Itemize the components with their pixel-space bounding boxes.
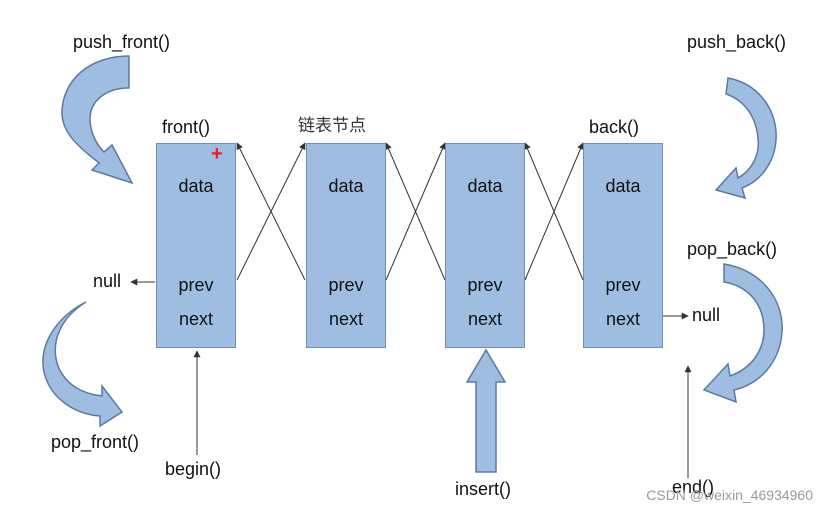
pop-back-label: pop_back() (687, 239, 778, 259)
link-prev-4-to-3 (524, 142, 584, 281)
node-prev-field: prev (178, 275, 214, 295)
node-next-field: next (178, 309, 214, 329)
push-back-label: push_back() (687, 32, 787, 52)
push-back-arrow-shape (714, 77, 777, 200)
null-right-label: null (692, 305, 721, 325)
begin-label: begin() (165, 459, 222, 479)
watermark: CSDN @weixin_46934960 (646, 487, 813, 503)
node-data-field: data (178, 176, 214, 196)
pop-front-arrow-shape (42, 301, 124, 428)
front-label: front() (162, 117, 211, 137)
list-node-4: data prev next (583, 143, 663, 348)
node-data-field: data (467, 176, 503, 196)
node-caption-label: 链表节点 (298, 116, 366, 135)
node-prev-field: prev (467, 275, 503, 295)
node-prev-field: prev (328, 275, 364, 295)
null-left-label: null (93, 271, 122, 291)
pop-back-arrow-shape (702, 263, 783, 404)
end-label: end() (672, 477, 715, 497)
back-label: back() (589, 117, 640, 137)
link-prev-3-to-2 (385, 142, 446, 281)
list-node-2: data prev next (306, 143, 386, 348)
node-data-field: data (328, 176, 364, 196)
node-next-field: next (328, 309, 364, 329)
insert-label: insert() (455, 479, 512, 499)
push-front-arrow-shape (61, 55, 134, 185)
push-front-label: push_front() (73, 32, 171, 52)
list-node-3: data prev next (445, 143, 525, 348)
cursor-plus-icon: + (211, 143, 223, 165)
list-node-1: data prev next (156, 143, 236, 348)
node-next-field: next (605, 309, 641, 329)
insert-arrow-shape (465, 348, 507, 473)
node-prev-field: prev (605, 275, 641, 295)
pop-front-label: pop_front() (51, 432, 140, 452)
link-prev-2-to-1 (236, 142, 306, 281)
node-next-field: next (467, 309, 503, 329)
node-data-field: data (605, 176, 641, 196)
